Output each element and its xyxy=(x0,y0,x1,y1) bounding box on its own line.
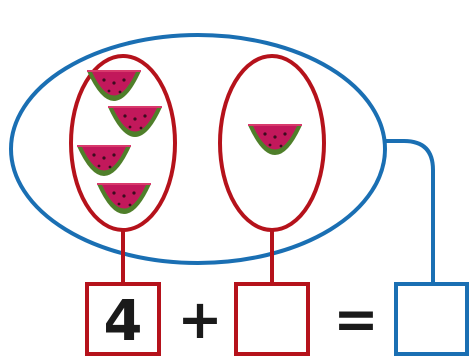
watermelon-slice-icon xyxy=(96,183,152,215)
sum-connector-line xyxy=(385,139,435,284)
watermelon-slice-icon xyxy=(107,106,163,138)
equals-sign: = xyxy=(333,288,378,351)
watermelon-slice-icon xyxy=(86,70,142,102)
left-group-fruits xyxy=(76,70,163,215)
plus-sign: + xyxy=(177,288,222,351)
watermelon-slice-icon xyxy=(76,145,132,177)
watermelon-slice-icon xyxy=(247,124,303,156)
addend-2-box[interactable] xyxy=(234,282,310,356)
addend-1-value: 4 xyxy=(104,289,143,354)
outer-group-ellipse xyxy=(9,33,387,265)
addend-1-box[interactable] xyxy=(85,282,161,356)
right-group-fruits xyxy=(247,124,303,156)
sum-answer-box[interactable] xyxy=(394,282,469,356)
